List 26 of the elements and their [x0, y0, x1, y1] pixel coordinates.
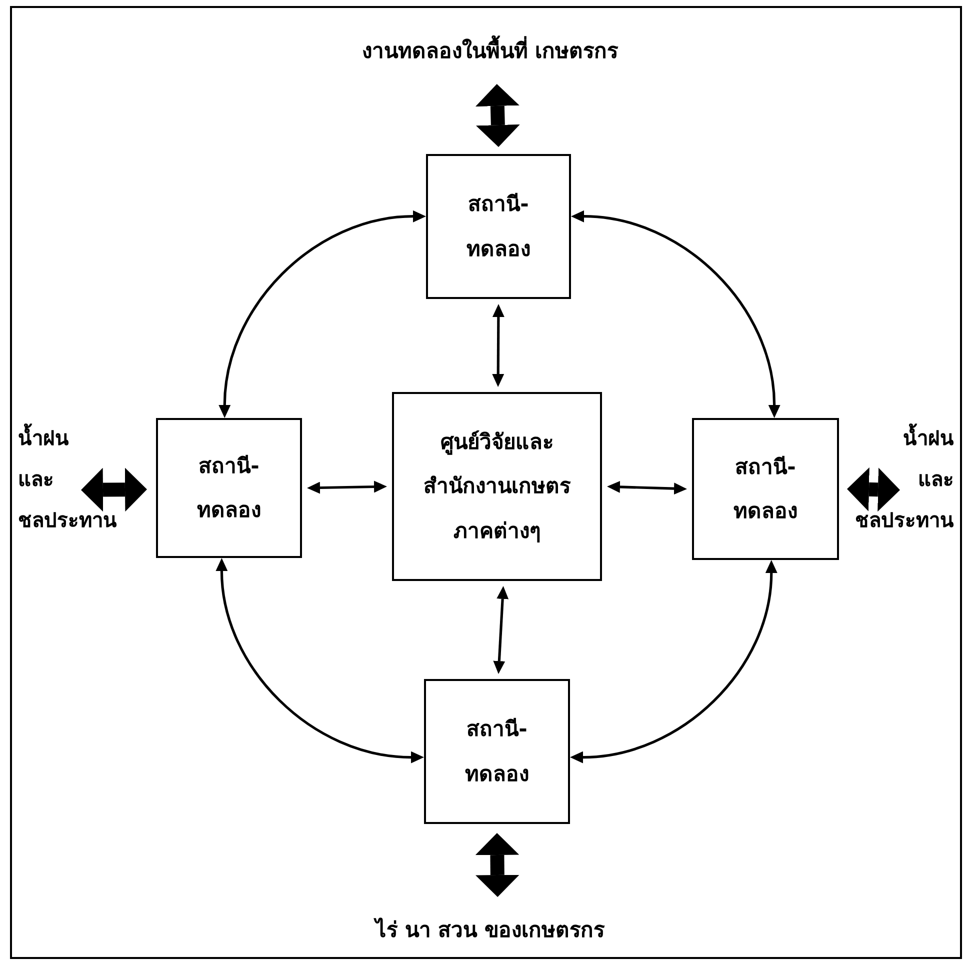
station-box — [392, 392, 602, 581]
box-label: สถานี-ทดลอง — [466, 191, 532, 262]
block-arrow — [81, 468, 147, 512]
block-arrow — [475, 84, 520, 147]
block-arrow — [475, 833, 520, 897]
box-label: สถานี-ทดลอง — [464, 716, 530, 788]
station-box — [426, 154, 571, 299]
station-box — [424, 679, 570, 824]
arrow — [307, 480, 387, 494]
arrow — [216, 558, 424, 764]
box-label: ศูนย์วิจัยและสำนักงานเกษตรภาคต่างๆ — [422, 429, 572, 545]
station-box — [156, 418, 302, 558]
side-text: น้ำฝน และ ชลประทาน — [830, 418, 954, 540]
station-box — [692, 418, 839, 560]
caption-text: ไร่ นา สวน ของเกษตรกร — [300, 912, 680, 946]
box-label: สถานี-ทดลอง — [732, 454, 798, 525]
arrow — [607, 480, 687, 495]
arrow — [492, 304, 504, 387]
arrow — [218, 210, 426, 418]
arrow — [571, 210, 780, 418]
caption-text: งานทดลองในพื้นที่ เกษตรกร — [300, 34, 680, 66]
arrow — [493, 586, 509, 674]
side-text: น้ำฝน และ ชลประทาน — [18, 418, 153, 540]
block-arrow — [847, 467, 900, 512]
box-label: สถานี-ทดลอง — [196, 452, 262, 524]
arrow — [570, 560, 778, 764]
